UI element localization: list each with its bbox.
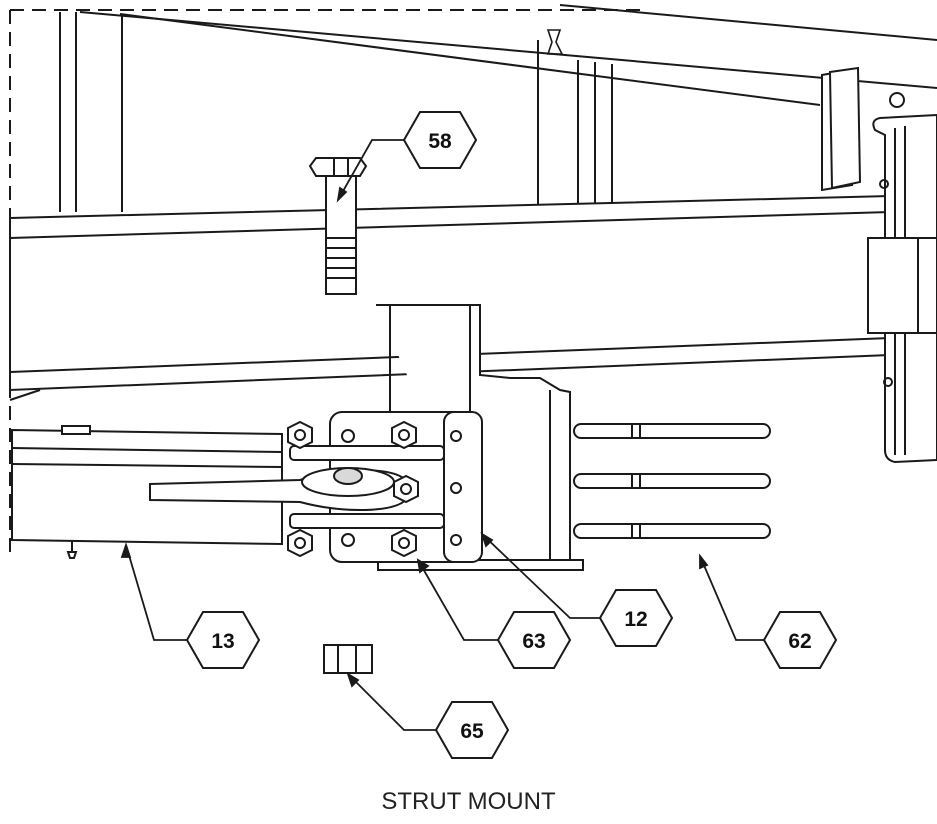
callout-63-label: 63	[522, 630, 545, 653]
callout-65-label: 65	[460, 720, 484, 743]
callout-58: 58	[402, 111, 478, 169]
callout-13: 13	[185, 611, 261, 669]
drawing-caption: STRUT MOUNT	[381, 788, 556, 815]
right-bracket	[821, 66, 937, 464]
nuts-63	[287, 420, 419, 558]
leader-lines	[120, 139, 764, 731]
callout-58-label: 58	[428, 130, 452, 153]
diagonal-beam	[79, 4, 937, 106]
callout-12-label: 12	[624, 608, 647, 631]
callout-12: 12	[598, 589, 674, 647]
strut-13	[9, 389, 283, 559]
callout-63: 63	[496, 611, 572, 669]
callout-65: 65	[434, 701, 510, 759]
studs-62	[573, 423, 771, 539]
callout-62-label: 62	[788, 630, 811, 653]
callout-62: 62	[762, 611, 838, 669]
clevis-straps	[149, 445, 445, 529]
callout-13-label: 13	[211, 630, 234, 653]
nut-65	[323, 644, 373, 674]
